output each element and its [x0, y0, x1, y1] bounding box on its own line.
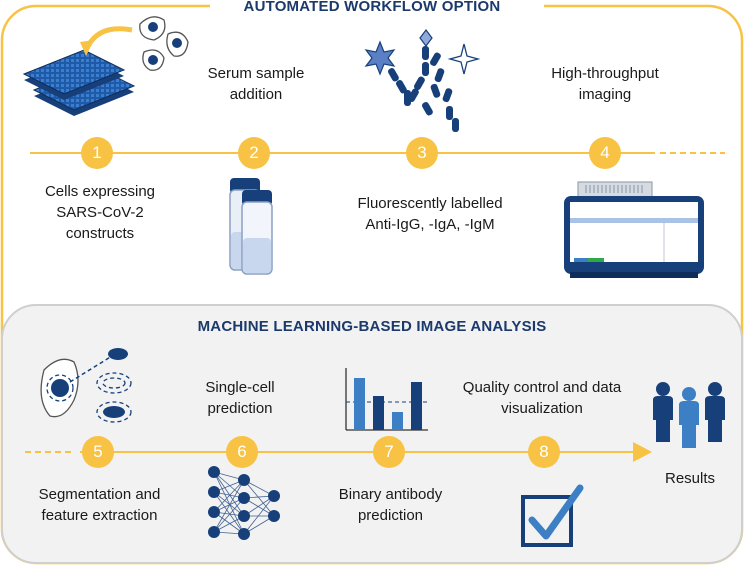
neural-network-icon — [208, 466, 280, 540]
step-number-3: 3 — [406, 137, 438, 169]
step-number-7: 7 — [373, 436, 405, 468]
step-number-5: 5 — [82, 436, 114, 468]
step-label-4: High-throughput imaging — [551, 65, 659, 103]
step-number-4: 4 — [589, 137, 621, 169]
cell-plates-icon — [22, 26, 136, 116]
cells-icon — [139, 16, 189, 71]
bar-chart-icon — [345, 368, 428, 431]
section-title-automated: AUTOMATED WORKFLOW OPTION — [243, 0, 501, 15]
segmentation-icon — [40, 348, 132, 423]
step-number-8: 8 — [528, 436, 560, 468]
people-icon — [653, 382, 725, 448]
step-label-8: Quality control and data visualization — [462, 379, 622, 417]
step-label-5: Segmentation and feature extraction — [38, 486, 161, 524]
step-label-2: Serum sample addition — [207, 65, 305, 103]
step-label-3: Fluorescently labelled Anti-IgG, -IgA, -… — [357, 195, 503, 233]
sample-tubes-icon — [229, 178, 273, 275]
antibodies-icon — [364, 29, 480, 132]
step-label-6: Single-cell prediction — [205, 379, 275, 417]
step-label-1: Cells expressing SARS-CoV-2 constructs — [44, 183, 156, 242]
step-number-2: 2 — [238, 137, 270, 169]
checkmark-icon — [521, 484, 584, 547]
step-number-1: 1 — [81, 137, 113, 169]
imaging-device-icon — [564, 181, 704, 278]
section-title-ml-analysis: MACHINE LEARNING-BASED IMAGE ANALYSIS — [197, 318, 547, 335]
results-label: Results — [664, 470, 716, 487]
step-number-6: 6 — [226, 436, 258, 468]
step-label-7: Binary antibody prediction — [338, 486, 443, 524]
